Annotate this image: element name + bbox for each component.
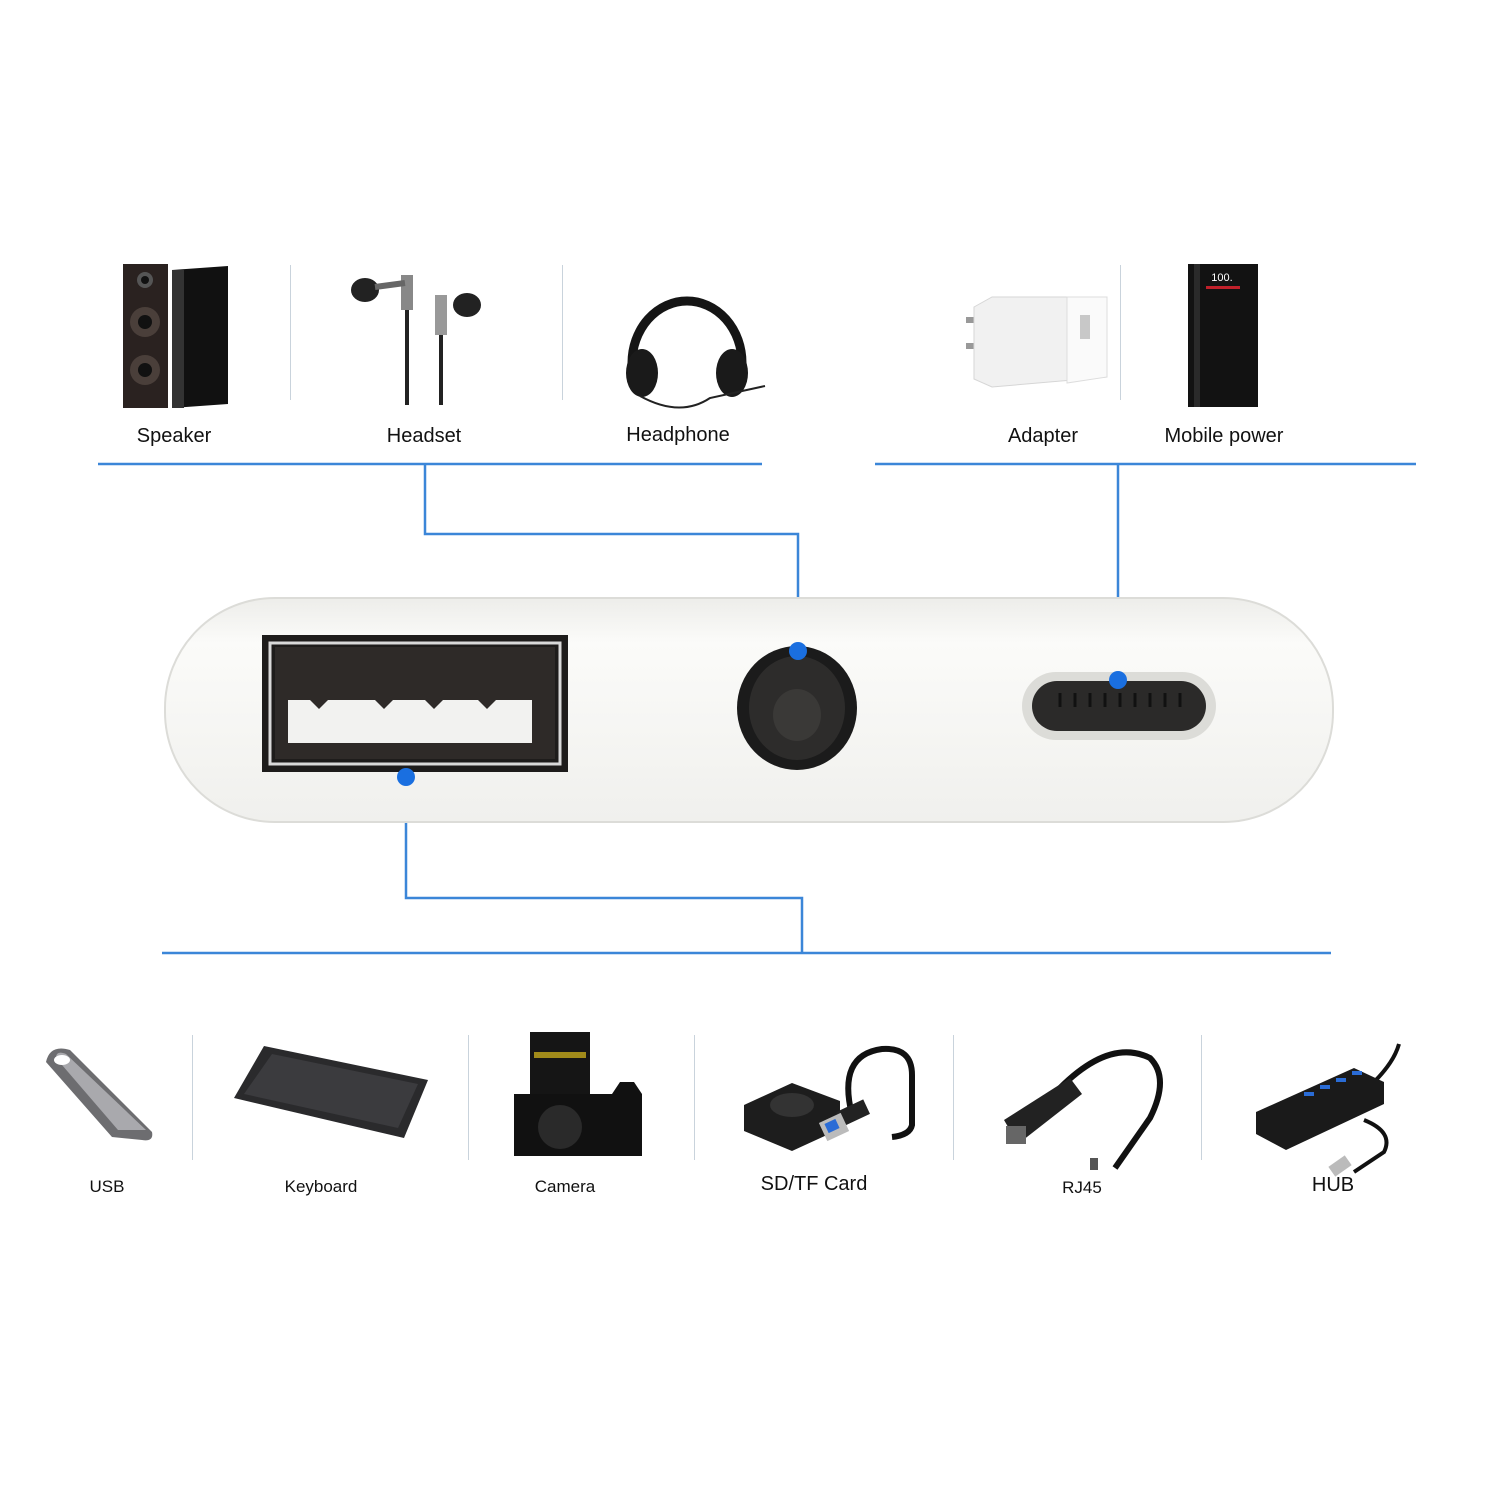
keyboard-icon: [234, 1046, 428, 1138]
power-adapter-icon: [966, 296, 1108, 388]
earphones-icon: [351, 275, 481, 405]
divider: [953, 1035, 954, 1160]
audio-jack: [737, 646, 857, 770]
camera-icon: [514, 1032, 642, 1156]
usb-flash-drive-icon: [46, 1048, 153, 1141]
headphones-icon: [626, 296, 766, 409]
audio-jack-wire: [423, 464, 800, 651]
ethernet-adapter-icon: [1004, 1049, 1163, 1170]
audio-jack-dot: [789, 642, 807, 660]
divider: [468, 1035, 469, 1160]
card-reader-icon: [744, 1045, 915, 1151]
label-usb: USB: [89, 1177, 125, 1196]
divider: [1201, 1035, 1202, 1160]
label-sd-tf-card: SD/TF Card: [760, 1173, 868, 1195]
label-speaker: Speaker: [136, 425, 212, 447]
divider: [290, 265, 291, 400]
label-keyboard: Keyboard: [284, 1177, 358, 1196]
usb-hub-icon: [1256, 1043, 1401, 1177]
label-hub: HUB: [1311, 1174, 1355, 1196]
divider: [694, 1035, 695, 1160]
usb-a-port: [262, 635, 568, 772]
label-headphone: Headphone: [626, 424, 730, 446]
usb-dot: [397, 768, 415, 786]
label-mobile-power: Mobile power: [1164, 425, 1284, 447]
svg-text:100.: 100.: [1211, 272, 1232, 284]
lightning-dot: [1109, 671, 1127, 689]
divider: [1120, 265, 1121, 400]
usb-wire: [404, 777, 804, 953]
divider: [562, 265, 563, 400]
label-adapter: Adapter: [1007, 425, 1079, 447]
speaker-icon: [123, 264, 228, 408]
divider: [192, 1035, 193, 1160]
label-rj45: RJ45: [1062, 1178, 1102, 1197]
label-camera: Camera: [534, 1177, 596, 1196]
lightning-port: [1022, 672, 1216, 740]
label-headset: Headset: [386, 425, 462, 447]
adapter-device: [164, 597, 1334, 823]
power-bank-icon: 100.: [1188, 264, 1258, 407]
